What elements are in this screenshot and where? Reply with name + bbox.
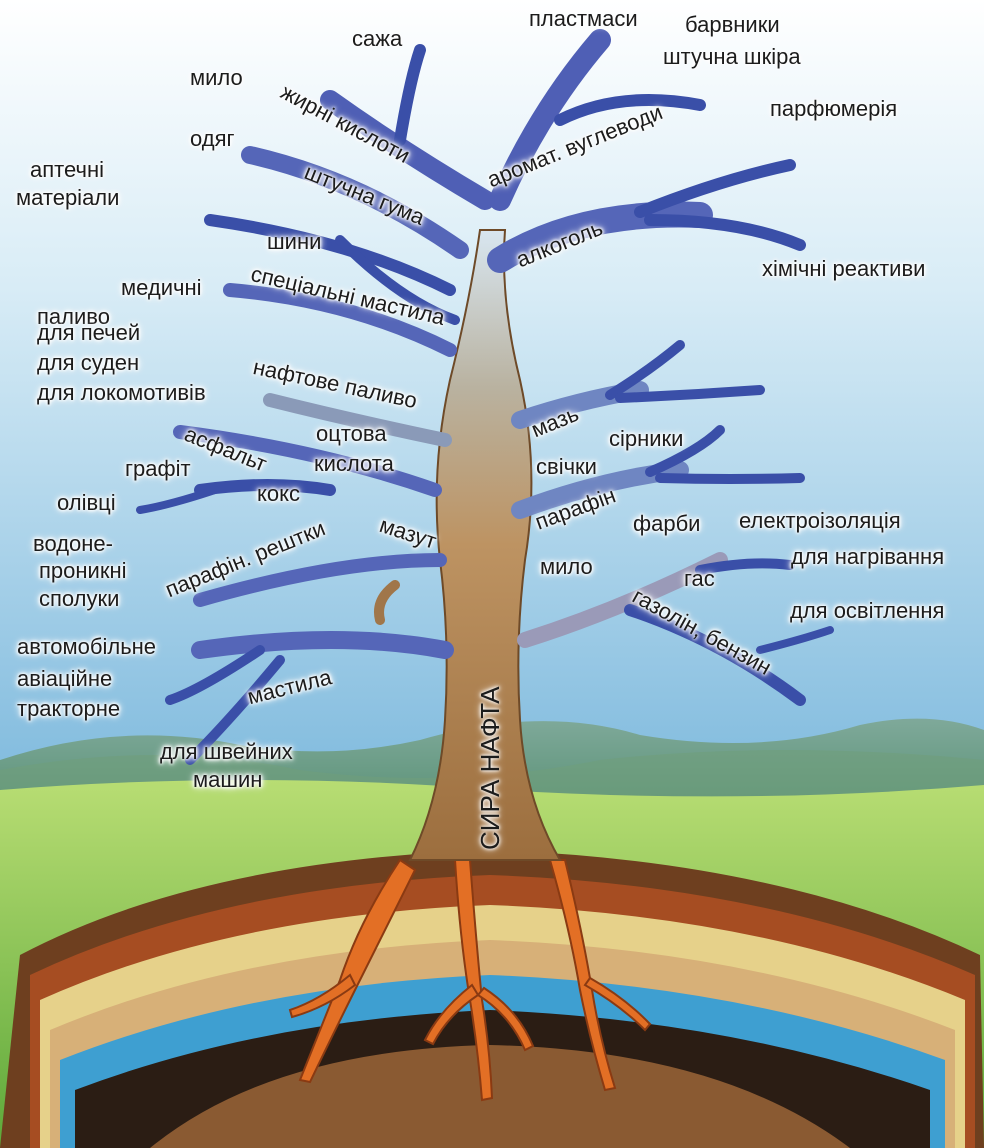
label-mylo-top: мило [190, 66, 243, 90]
label-otstova: оцтова [316, 422, 387, 446]
label-aviatsiine: авіаційне [17, 667, 112, 691]
label-shtuchna-shkira: штучна шкіра [663, 45, 801, 69]
label-farby: фарби [633, 512, 700, 536]
label-aptechni-1: аптечні [30, 158, 104, 182]
root-label: СИРА НАФТА [476, 686, 504, 850]
label-khimichni-reaktyvy: хімічні реактиви [762, 257, 925, 281]
label-dlia-suden: для суден [37, 351, 139, 375]
label-spoluky: сполуки [39, 587, 119, 611]
label-mylo-right: мило [540, 555, 593, 579]
label-traktorne: тракторне [17, 697, 120, 721]
label-odiah: одяг [190, 127, 235, 151]
label-medychni: медичні [121, 276, 202, 300]
label-barvnyky: барвники [685, 13, 780, 37]
label-olivtsi: олівці [57, 491, 116, 515]
label-has: гас [684, 567, 715, 591]
label-aptechni-2: матеріали [16, 186, 119, 210]
label-koks: кокс [257, 482, 300, 506]
label-dlia-lokomotyviv: для локомотивів [37, 381, 206, 405]
label-dlia-pechei: для печей [37, 321, 140, 345]
label-plastmasy: пластмаси [529, 7, 638, 31]
label-elektroizoliatsiia: електроізоляція [739, 509, 901, 533]
label-vodone: водоне- [33, 532, 113, 556]
label-parfumeriia: парфюмерія [770, 97, 897, 121]
label-shyny: шини [267, 230, 321, 254]
label-sirnyky: сірники [609, 427, 683, 451]
label-mashyn: машин [193, 768, 262, 792]
label-kyslota: кислота [314, 452, 394, 476]
label-avtomobilne: автомобільне [17, 635, 156, 659]
label-pronykni: проникні [39, 559, 126, 583]
label-hrafit: графіт [125, 457, 191, 481]
label-sazha: сажа [352, 27, 402, 51]
label-dlia-shveinykh: для швейних [160, 740, 293, 764]
label-dlia-nahrivannia: для нагрівання [791, 545, 944, 569]
label-dlia-osvitlennia: для освітлення [790, 599, 944, 623]
label-svichky: свічки [536, 455, 597, 479]
